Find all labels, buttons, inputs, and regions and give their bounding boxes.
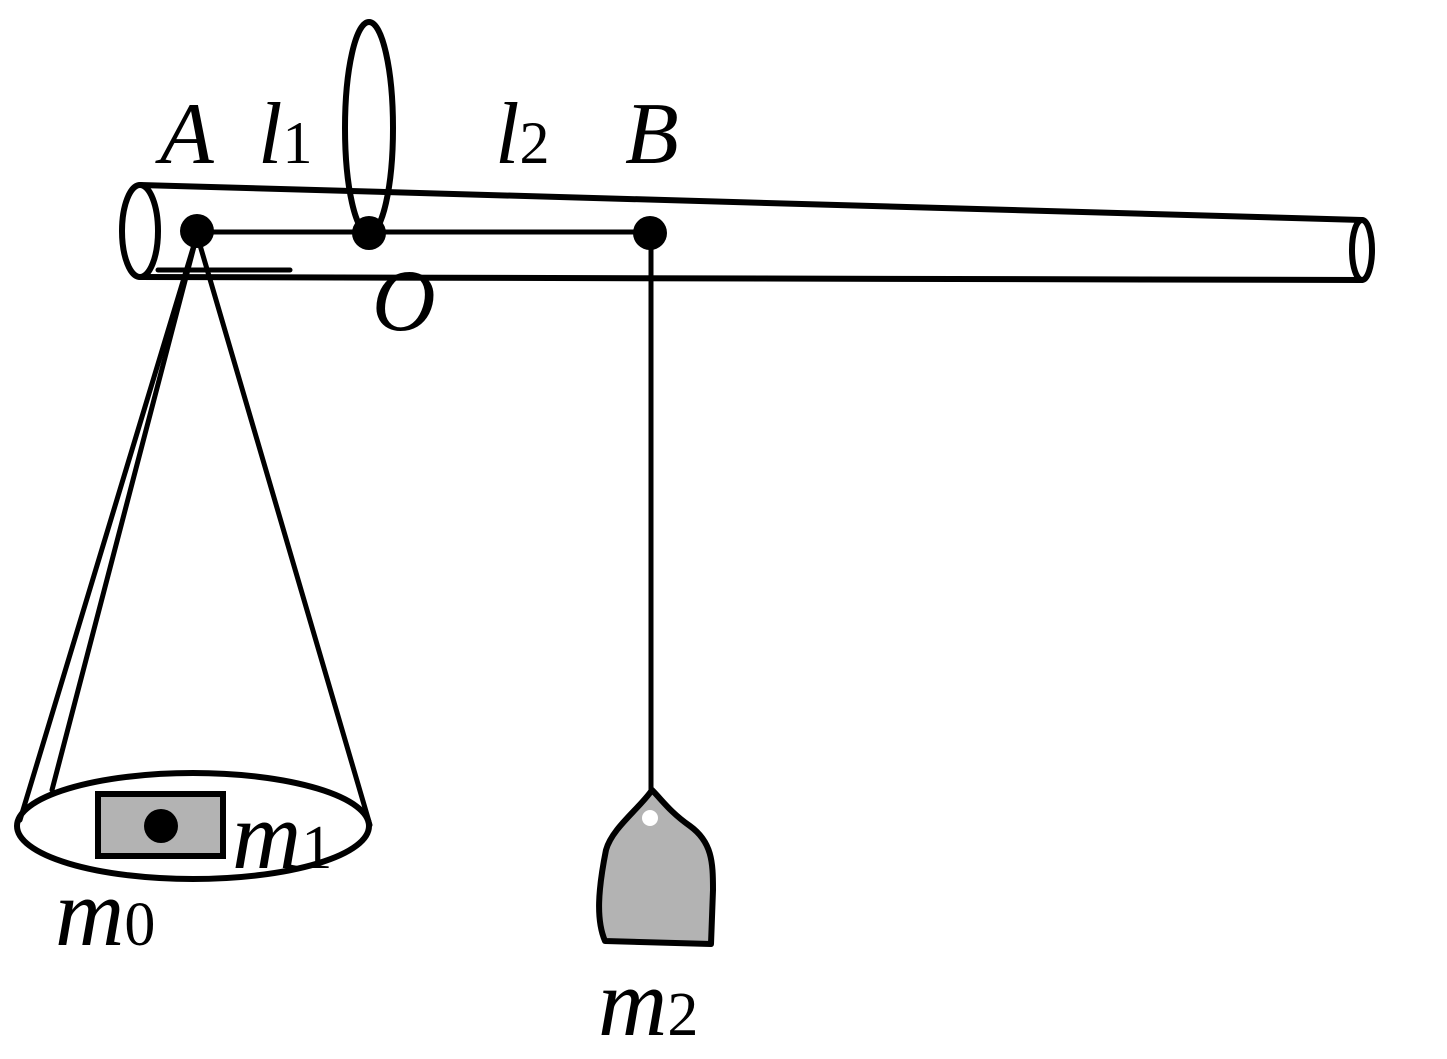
steelyard-beam xyxy=(119,182,1375,283)
lifting-loop xyxy=(342,19,396,237)
label-m1: m1 xyxy=(232,782,332,889)
pivot-o-dot xyxy=(352,216,386,250)
point-b-dot xyxy=(633,216,667,250)
label-point-a: A xyxy=(155,86,215,183)
pan-string-left-inner xyxy=(49,232,200,793)
beam-bottom-edge xyxy=(137,274,1365,283)
label-m0-main: m xyxy=(55,859,124,966)
label-m1-sub: 1 xyxy=(301,814,332,882)
label-point-b: B xyxy=(625,86,679,183)
label-pivot-o: O xyxy=(372,253,436,350)
counterweight-m2 xyxy=(596,787,716,947)
label-l1: l1 xyxy=(258,86,312,183)
pan-string-left-outer xyxy=(17,232,200,823)
point-a-dot xyxy=(180,214,214,248)
label-l2: l2 xyxy=(495,86,549,183)
label-m2-sub: 2 xyxy=(667,981,698,1049)
label-l2-sub: 2 xyxy=(519,110,549,176)
label-l1-main: l xyxy=(258,86,282,183)
counterweight-highlight xyxy=(642,810,658,826)
pan-strings xyxy=(17,232,373,828)
label-l1-sub: 1 xyxy=(282,110,312,176)
scale-pan xyxy=(14,770,372,882)
beam-right-end xyxy=(1349,217,1375,283)
beam-top-edge xyxy=(137,182,1365,223)
label-m0-sub: 0 xyxy=(124,891,155,959)
beam-left-end xyxy=(119,182,161,280)
label-m2-main: m xyxy=(598,949,667,1056)
object-m1-center-dot xyxy=(144,809,178,843)
label-m1-main: m xyxy=(232,782,301,889)
label-l2-main: l xyxy=(495,86,519,183)
pan-string-right xyxy=(194,232,373,828)
label-m0: m0 xyxy=(55,859,155,966)
label-m2: m2 xyxy=(598,949,698,1056)
